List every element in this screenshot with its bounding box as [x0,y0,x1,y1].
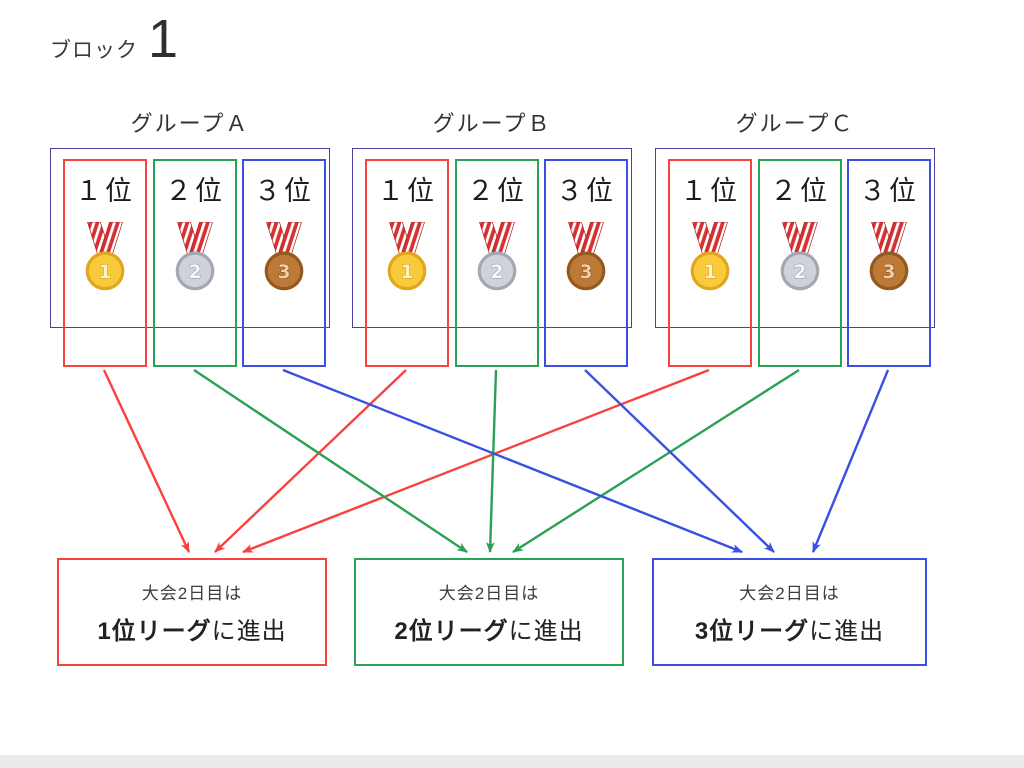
league-1-line1: 大会2日目は [141,583,243,603]
arrow-c1-to-league1 [241,368,710,554]
silver-medal-icon: 2 [780,222,820,291]
league-1-rest: に進出 [211,617,287,645]
medal-number: 1 [401,262,414,283]
league-box-3: 大会2日目は 3位リーグに進出 [652,558,927,666]
group-a-label: グループＡ [130,111,250,136]
rank-2-label: ２位 [165,176,225,206]
rank-3-label: ３位 [859,176,919,206]
page-bottom-strip [0,755,1024,768]
group-c-box: １位 1 ２位 2 ３位 3 [655,148,935,367]
rank-1-label: １位 [377,176,437,206]
rank-3-label: ３位 [556,176,616,206]
medal-number: 3 [883,262,896,283]
rank-2-label: ２位 [467,176,527,206]
medal-number: 1 [99,262,112,283]
rank-1-label: １位 [680,176,740,206]
block-header: ブロック 1 [50,12,178,66]
gold-medal-icon: 1 [85,222,125,291]
group-c: グループＣ １位 1 ２位 2 ３位 [655,106,935,367]
league-2-line1: 大会2日目は [438,583,540,603]
medal-number: 3 [580,262,593,283]
medal-number: 2 [189,262,202,283]
group-a-rank-1-box: １位 1 [63,159,147,367]
medal-number: 2 [794,262,807,283]
arrow-c2-to-league2 [512,368,800,554]
league-3-name: 3位リーグ [694,617,810,645]
silver-medal-icon: 2 [477,222,517,291]
league-2-line2: 2位リーグに進出 [394,611,583,646]
group-c-label: グループＣ [735,111,855,136]
medal-number: 3 [278,262,291,283]
league-box-2: 大会2日目は 2位リーグに進出 [354,558,624,666]
league-3-line2: 3位リーグに進出 [695,611,884,646]
league-3-line1: 大会2日目は [739,583,840,603]
group-b: グループＢ １位 1 ２位 2 ３位 [352,106,632,367]
group-c-rank-1-box: １位 1 [668,159,752,367]
bronze-medal-icon: 3 [566,222,606,291]
league-1-line2: 1位リーグに進出 [97,611,286,646]
bronze-medal-icon: 3 [264,222,304,291]
league-box-1: 大会2日目は 1位リーグに進出 [57,558,327,666]
rank-3-label: ３位 [254,176,314,206]
group-b-rank-3-box: ３位 3 [544,159,628,367]
group-b-box: １位 1 ２位 2 ３位 3 [352,148,632,367]
arrow-a3-to-league3 [282,368,744,554]
bronze-medal-icon: 3 [869,222,909,291]
medal-number: 1 [704,262,717,283]
arrow-a2-to-league2 [193,369,468,553]
group-a: グループＡ １位 1 ２位 2 ３位 [50,106,330,367]
league-1-name: 1位リーグ [97,617,212,645]
medal-number: 2 [491,262,504,283]
league-2-rest: に進出 [508,617,584,645]
arrow-b3-to-league3 [584,369,775,553]
gold-medal-icon: 1 [690,222,730,291]
arrow-b2-to-league2 [485,369,498,554]
silver-medal-icon: 2 [175,222,215,291]
group-a-rank-3-box: ３位 3 [242,159,326,367]
gold-medal-icon: 1 [387,222,427,291]
block-label: ブロック [50,39,138,62]
rank-2-label: ２位 [770,176,830,206]
arrow-a1-to-league1 [102,369,191,553]
group-a-rank-2-box: ２位 2 [153,159,237,367]
rank-1-label: １位 [75,176,135,206]
group-c-rank-2-box: ２位 2 [758,159,842,367]
arrow-b1-to-league1 [214,369,407,553]
league-3-rest: に進出 [809,617,885,645]
group-b-rank-2-box: ２位 2 [455,159,539,367]
arrow-c3-to-league3 [811,369,890,554]
group-a-box: １位 1 ２位 2 ３位 3 [50,148,330,367]
block-number: 1 [148,9,179,69]
group-b-label: グループＢ [432,111,552,136]
group-b-rank-1-box: １位 1 [365,159,449,367]
league-2-name: 2位リーグ [394,617,509,645]
group-c-rank-3-box: ３位 3 [847,159,931,367]
